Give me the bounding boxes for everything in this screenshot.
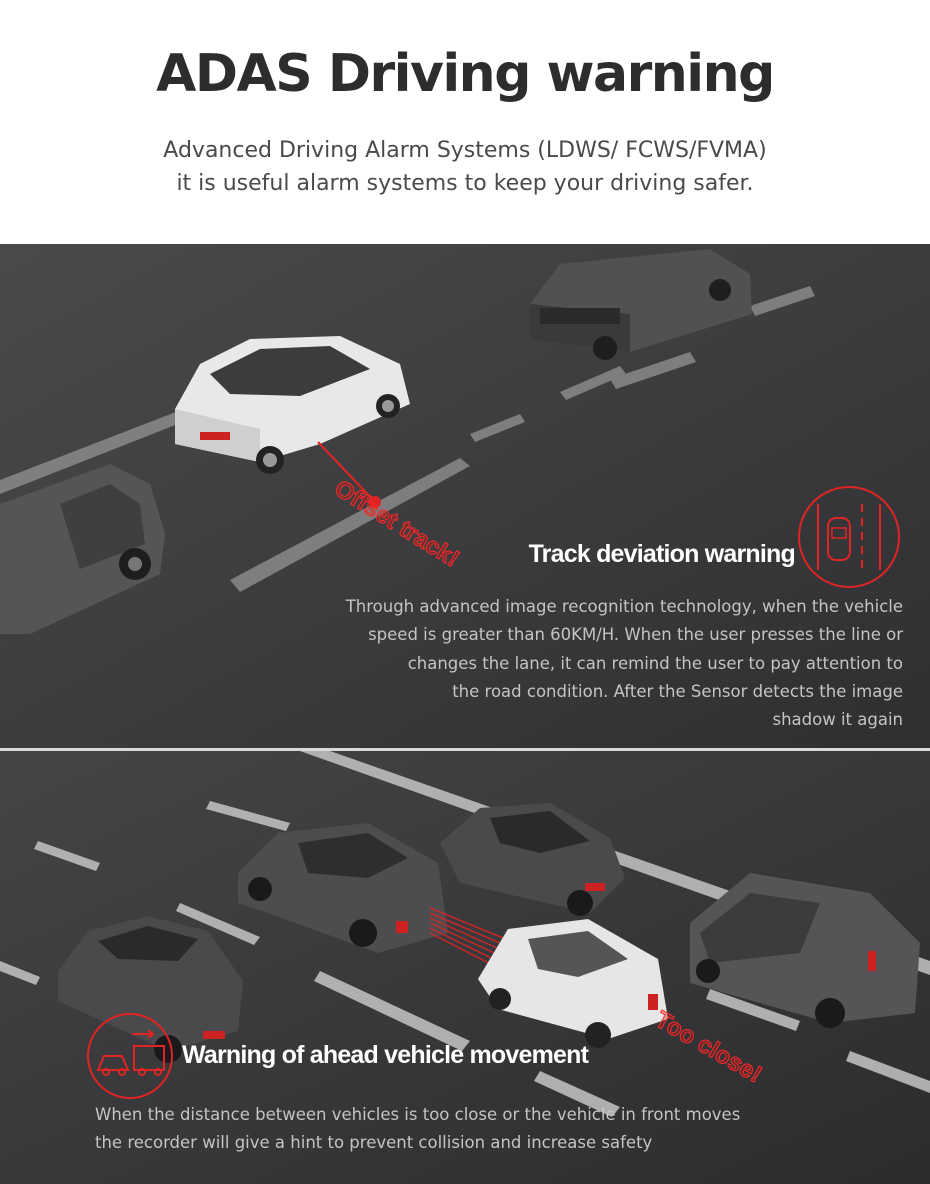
pickup-truck (238, 823, 448, 953)
white-car-front (478, 919, 668, 1048)
track-deviation-title: Track deviation warning (528, 540, 796, 568)
forward-vehicle-title: Warning of ahead vehicle movement (182, 1041, 589, 1069)
van-top-right (530, 249, 752, 360)
forward-collision-scene (0, 751, 930, 1184)
forward-vehicle-icon (87, 1013, 173, 1099)
description-line: speed is greater than 60KM/H. When the u… (368, 625, 903, 645)
description-line: the road condition. After the Sensor det… (452, 681, 903, 701)
van-bottom-left (0, 464, 165, 634)
description-line: When the distance between vehicles is to… (95, 1105, 741, 1124)
forward-vehicle-description: When the distance between vehicles is to… (95, 1101, 795, 1158)
description-line: changes the lane, it can remind the user… (407, 653, 903, 673)
track-deviation-description: Through advanced image recognition techn… (283, 593, 903, 734)
car-top (440, 803, 625, 916)
page-title: ADAS Driving warning (156, 44, 775, 104)
description-line: shadow it again (772, 710, 903, 730)
white-car (175, 336, 410, 474)
lane-departure-illustration (0, 244, 930, 748)
description-line: the recorder will give a hint to prevent… (95, 1133, 653, 1153)
subtitle-line-1: Advanced Driving Alarm Systems (LDWS/ FC… (163, 138, 767, 163)
car-left (58, 916, 243, 1063)
offset-indicator-line (317, 441, 376, 503)
description-line: Through advanced image recognition techn… (345, 597, 903, 616)
header: ADAS Driving warning Advanced Driving Al… (0, 0, 930, 244)
subtitle-line-2: it is useful alarm systems to keep your … (176, 171, 754, 196)
section-divider (0, 748, 930, 751)
lane-departure-scene (0, 244, 930, 748)
offset-indicator-dot (369, 496, 381, 508)
lane-departure-icon (798, 486, 900, 588)
forward-collision-illustration (0, 751, 930, 1184)
van-right (690, 873, 920, 1028)
